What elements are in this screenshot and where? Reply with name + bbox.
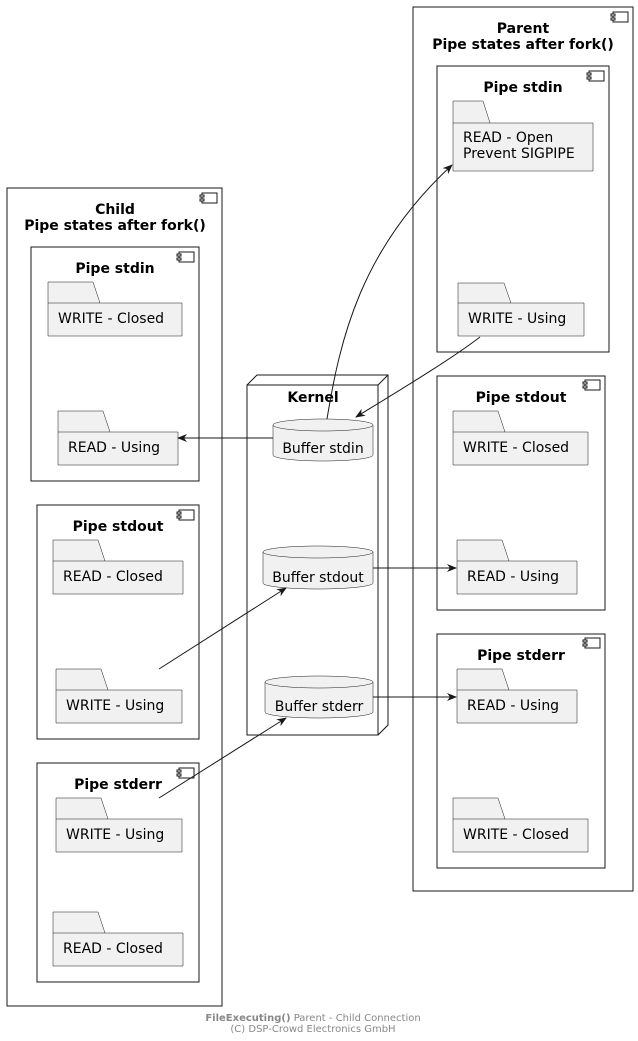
parent-pipe-stdin: Pipe stdin READ - Open Prevent SIGPIPE W… xyxy=(436,65,610,353)
child-stdout-write-label: WRITE - Using xyxy=(66,698,164,714)
edge-buffer-stdin-to-parent-read xyxy=(326,164,453,420)
parent-stderr-read-folder: READ - Using xyxy=(456,668,578,724)
child-pipe-stdout: Pipe stdout READ - Closed WRITE - Using xyxy=(36,504,200,740)
footer-caption: Parent - Child Connection xyxy=(291,1013,421,1024)
edge-child-write-to-buffer-stdout xyxy=(158,587,287,670)
child-stderr-title: Pipe stderr xyxy=(74,777,162,793)
kernel-node: Kernel Buffer stdin Buffer stdout Buffer… xyxy=(246,374,389,736)
component-icon xyxy=(586,70,605,82)
kernel-title: Kernel xyxy=(287,390,338,406)
component-icon xyxy=(582,379,601,391)
child-pipe-stdin: Pipe stdin WRITE - Closed READ - Using xyxy=(30,246,200,482)
parent-stderr-write-label: WRITE - Closed xyxy=(463,827,569,843)
parent-stdout-read-folder: READ - Using xyxy=(456,539,578,595)
connections xyxy=(158,164,481,799)
parent-stdout-write-label: WRITE - Closed xyxy=(463,440,569,456)
child-stdout-read-label: READ - Closed xyxy=(63,569,163,585)
parent-stdin-title: Pipe stdin xyxy=(483,80,562,96)
child-stdin-title: Pipe stdin xyxy=(75,261,154,277)
parent-stdin-read-label: READ - Open xyxy=(463,130,553,146)
buffer-stdin-database: Buffer stdin xyxy=(272,418,374,462)
parent-stdout-write-folder: WRITE - Closed xyxy=(452,410,589,466)
parent-stderr-read-label: READ - Using xyxy=(467,698,559,714)
child-stderr-read-folder: READ - Closed xyxy=(52,911,184,967)
component-icon xyxy=(176,251,195,263)
child-stdout-read-folder: READ - Closed xyxy=(52,539,184,595)
child-stdin-read-label: READ - Using xyxy=(68,440,160,456)
child-title: Child xyxy=(95,202,135,218)
parent-stdout-title: Pipe stdout xyxy=(476,390,567,406)
parent-subtitle: Pipe states after fork() xyxy=(432,37,614,53)
component-icon xyxy=(176,509,195,521)
parent-pipe-stdout: Pipe stdout WRITE - Closed READ - Using xyxy=(436,375,606,611)
parent-stdin-write-folder: WRITE - Using xyxy=(457,282,585,337)
child-stdout-title: Pipe stdout xyxy=(73,519,164,535)
child-pipe-stderr: Pipe stderr WRITE - Using READ - Closed xyxy=(36,762,200,983)
child-container: Child Pipe states after fork() Pipe stdi… xyxy=(6,187,223,1007)
buffer-stdout-label: Buffer stdout xyxy=(272,570,364,586)
parent-stderr-write-folder: WRITE - Closed xyxy=(452,797,589,853)
buffer-stdin-label: Buffer stdin xyxy=(282,441,363,457)
footer-line1: FileExecuting() Parent - Child Connectio… xyxy=(205,1013,420,1024)
parent-container: Parent Pipe states after fork() Pipe std… xyxy=(412,6,634,892)
parent-stdin-write-label: WRITE - Using xyxy=(468,311,566,327)
component-icon xyxy=(176,767,195,779)
child-stderr-write-folder: WRITE - Using xyxy=(55,797,183,853)
child-stdout-write-folder: WRITE - Using xyxy=(55,668,183,724)
edge-child-write-to-buffer-stderr xyxy=(158,717,287,799)
parent-stdout-read-label: READ - Using xyxy=(467,569,559,585)
child-stderr-write-label: WRITE - Using xyxy=(66,827,164,843)
footer-copyright: (C) DSP-Crowd Electronics GmbH xyxy=(230,1024,395,1035)
parent-stdin-read-label-2: Prevent SIGPIPE xyxy=(463,146,575,162)
component-icon xyxy=(582,637,601,649)
buffer-stderr-database: Buffer stderr xyxy=(264,675,374,719)
buffer-stdout-database: Buffer stdout xyxy=(262,545,374,590)
footer: FileExecuting() Parent - Child Connectio… xyxy=(205,1013,420,1035)
parent-title: Parent xyxy=(497,21,550,37)
buffer-stderr-label: Buffer stderr xyxy=(275,699,364,715)
child-stdin-write-label: WRITE - Closed xyxy=(58,311,164,327)
parent-stdin-read-folder: READ - Open Prevent SIGPIPE xyxy=(452,100,594,172)
component-icon xyxy=(199,192,218,204)
edge-parent-write-to-buffer-stdin xyxy=(355,336,481,418)
child-subtitle: Pipe states after fork() xyxy=(24,218,206,234)
child-stdin-read-folder: READ - Using xyxy=(57,410,179,466)
parent-stderr-title: Pipe stderr xyxy=(477,648,565,664)
parent-pipe-stderr: Pipe stderr READ - Using WRITE - Closed xyxy=(436,633,606,869)
child-stdin-write-folder: WRITE - Closed xyxy=(47,281,183,337)
child-stderr-read-label: READ - Closed xyxy=(63,941,163,957)
component-icon xyxy=(610,11,629,23)
footer-function-name: FileExecuting() xyxy=(205,1013,290,1024)
